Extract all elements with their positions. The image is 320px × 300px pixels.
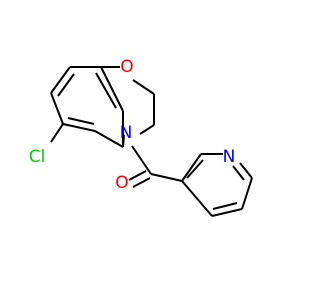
bond-c3-n [139,124,155,135]
bond-py-n-c6-inner [232,165,245,181]
bond-c8-c8-inner [95,72,117,109]
bond-o-c2 [132,79,155,95]
atom-oxygen-carbonyl: O [115,173,128,193]
bond-py-c5-c4-double [211,208,243,217]
bond-ccarbonyl-o-double-a [128,170,147,181]
bond-py-c4-c3 [181,180,213,217]
bond-py-c6-c5 [241,177,253,210]
atom-nitrogen-ring: N [120,123,133,143]
bond-ccarbonyl-c3py [150,173,183,182]
bond-c7-c6-inner [57,73,75,97]
bonds [50,66,253,217]
bond-py-c3-c2 [181,153,202,182]
bond-c5-c4-double [62,123,96,132]
bond-c4-c4a [94,130,124,148]
atom-labels: O N Cl O N [29,57,236,193]
bond-py-n-c6-double [239,162,253,179]
bond-c7-c6-double [50,66,71,94]
bond-c6-c5 [50,92,64,125]
bond-c5-c4-inner [67,117,95,125]
atom-chlorine: Cl [29,147,46,167]
bond-n-ccarbonyl [131,145,152,175]
atom-nitrogen-pyridine: N [223,147,236,167]
bond-c8a-c8-double [100,66,124,112]
bond-n-c4a [122,134,125,148]
bond-py-c3-c2-inner [186,159,204,179]
atom-oxygen-ring: O [120,57,133,77]
bond-ccarbonyl-o-double-b [132,177,151,188]
bond-c6-cl [50,123,64,143]
bond-py-c5-c4-inner [212,202,238,210]
molecule-structure: O N Cl O N [29,57,253,217]
